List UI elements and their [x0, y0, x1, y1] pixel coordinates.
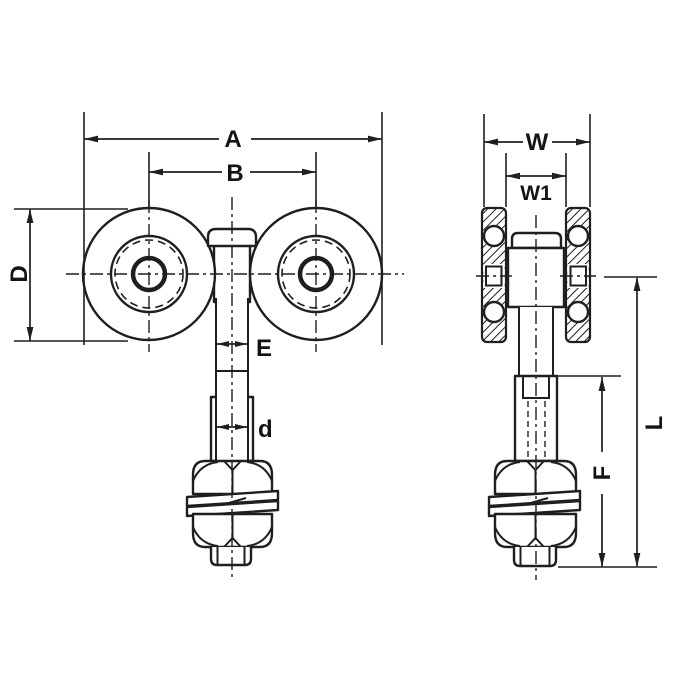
- spring-washer: [185, 489, 280, 518]
- dim-label-E: E: [256, 335, 272, 362]
- dim-label-W1: W1: [520, 182, 552, 205]
- dim-label-B: B: [226, 160, 243, 187]
- dim-label-d: d: [258, 416, 273, 443]
- bearing-ball: [566, 224, 590, 248]
- bearing-ball: [482, 300, 506, 324]
- wheel-section-right: [564, 206, 592, 344]
- dim-B: B: [148, 152, 317, 207]
- upper-nut: [191, 459, 274, 496]
- dim-D: D: [6, 208, 128, 342]
- bolt-tip: [209, 547, 253, 567]
- bolt-tip-side: [512, 547, 558, 568]
- dim-label-A: A: [224, 126, 241, 153]
- dim-label-F: F: [589, 466, 616, 481]
- dim-A: A: [83, 112, 383, 345]
- bearing-ball: [482, 224, 506, 248]
- dim-d: d: [217, 416, 273, 443]
- dim-L: L: [558, 276, 668, 568]
- dim-E: E: [217, 335, 272, 362]
- front-view: [66, 197, 404, 580]
- dim-W1: W1: [505, 153, 567, 207]
- dim-label-W: W: [526, 129, 549, 156]
- dim-F: F: [558, 375, 621, 567]
- dimensions: A B D E: [6, 112, 668, 568]
- dim-label-L: L: [641, 416, 668, 431]
- centerlines-side: [476, 215, 596, 580]
- bearing-ball: [566, 300, 590, 324]
- side-view: [476, 206, 596, 580]
- dim-label-D: D: [6, 265, 33, 282]
- upper-nut-side: [493, 459, 578, 496]
- bracket-cap: [206, 227, 258, 248]
- wheel-section-left: [480, 206, 508, 344]
- spring-washer-side: [487, 489, 582, 518]
- dim-W: W: [483, 114, 591, 207]
- centerlines-front: [66, 197, 404, 580]
